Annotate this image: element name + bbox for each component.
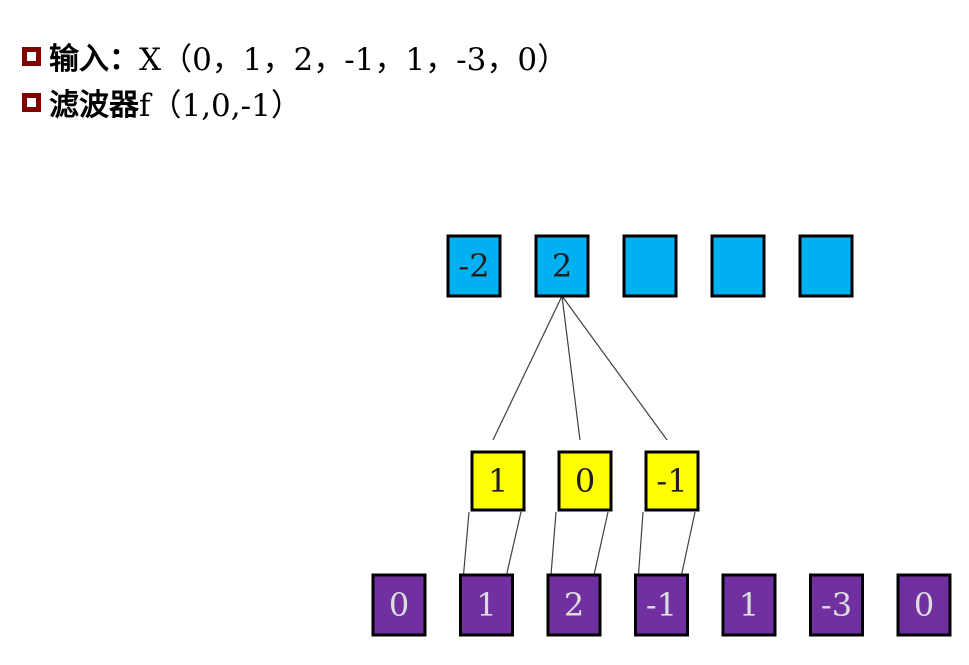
output-cell: -2 (446, 234, 502, 298)
filter-cell-value: 0 (575, 462, 595, 500)
cells: -2 2 1 0 -1 0 1 2 -1 1 -3 0 (371, 234, 952, 637)
filter-link-line (492, 295, 563, 441)
filter-cell-value: -1 (656, 462, 687, 500)
output-cell-box (534, 234, 590, 298)
input-label: 输入： (49, 42, 139, 77)
input-cell-value: 2 (564, 586, 584, 624)
filter-cell: 0 (557, 450, 613, 512)
output-cell-box (622, 234, 678, 298)
input-cell: 0 (896, 573, 952, 637)
filter-line: 滤波器 f（1,0,-1） (22, 80, 302, 124)
input-link-line (680, 511, 696, 576)
input-cell: 2 (546, 573, 602, 637)
input-value: X（0，1，2，-1，1，-3，0） (139, 41, 569, 78)
input-cell: -3 (809, 573, 864, 637)
input-cell-value: 0 (389, 586, 409, 624)
filter-value: f（1,0,-1） (139, 87, 302, 124)
input-link-line (505, 511, 522, 576)
output-cell (798, 234, 854, 298)
input-cell-box (634, 573, 689, 637)
output-cell: 2 (534, 234, 590, 298)
input-cell-value: -1 (646, 586, 677, 624)
input-cell: -1 (634, 573, 689, 637)
input-cell-box (809, 573, 864, 637)
filter-link-line (561, 295, 581, 441)
input-link-line (593, 511, 609, 576)
input-link-line (637, 511, 644, 576)
input-line: 输入： X（0，1，2，-1，1，-3，0） (22, 34, 568, 78)
input-link-line (462, 511, 470, 576)
input-cell-value: -3 (821, 586, 852, 624)
filter-cell-box (470, 450, 526, 512)
output-cell-value: -2 (458, 247, 489, 285)
input-cell-box (721, 573, 777, 637)
output-cell-box (710, 234, 766, 298)
filter-cell-value: 1 (488, 462, 508, 500)
input-cell-value: 1 (739, 586, 759, 624)
input-cell-box (459, 573, 514, 637)
input-cell-value: 1 (476, 586, 496, 624)
input-cell: 1 (459, 573, 514, 637)
input-cell-box (546, 573, 602, 637)
output-cell-value: 2 (552, 247, 572, 285)
output-cell-box (446, 234, 502, 298)
filter-label: 滤波器 (49, 88, 139, 123)
filter-cell: -1 (644, 450, 700, 512)
input-cell: 1 (721, 573, 777, 637)
input-cell: 0 (371, 573, 427, 637)
filter-cell-box (644, 450, 700, 512)
filter-cell-box (557, 450, 613, 512)
output-cell (622, 234, 678, 298)
filter-cell: 1 (470, 450, 526, 512)
input-link-line (550, 511, 557, 576)
output-cell-box (798, 234, 854, 298)
input-cell-box (371, 573, 427, 637)
input-cell-box (896, 573, 952, 637)
filter-link-line (561, 295, 668, 441)
output-cell (710, 234, 766, 298)
square-bullet-icon (22, 92, 41, 112)
square-bullet-icon (22, 46, 41, 66)
connector-lines (462, 295, 696, 576)
input-cell-value: 0 (914, 586, 934, 624)
